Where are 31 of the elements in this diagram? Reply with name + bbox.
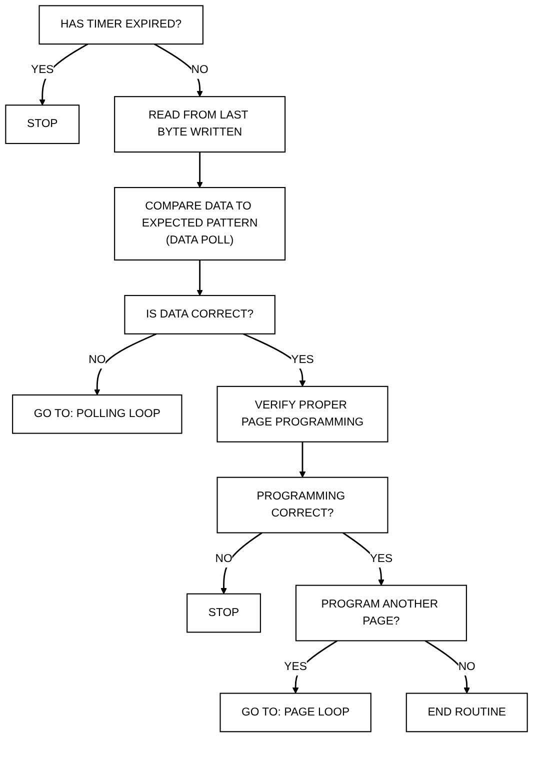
edge-label: YES [291, 354, 314, 366]
edge-label: YES [284, 660, 307, 673]
edge-label: NO [191, 64, 208, 76]
edge-label: YES [370, 552, 393, 565]
arrow [196, 152, 203, 188]
node-box: END ROUTINE [406, 692, 528, 732]
edge-label: NO [88, 354, 106, 366]
arrow [220, 532, 262, 594]
node-box: PROGRAMMING CORRECT? [216, 476, 388, 534]
arrow [94, 333, 157, 396]
node-box: COMPARE DATA TO EXPECTED PATTERN (DATA POLL) [114, 187, 286, 261]
node-box: VERIFY PROPER PAGE PROGRAMMING [216, 386, 388, 442]
arrow [299, 442, 306, 478]
node-box: IS DATA CORRECT? [124, 294, 276, 334]
arrow [342, 532, 384, 586]
arrow [292, 640, 338, 694]
node-box: PROGRAM ANOTHER PAGE? [295, 584, 467, 642]
edge-label: NO [215, 552, 232, 565]
node-box: STOP [186, 593, 261, 633]
edge-label: YES [31, 64, 54, 76]
arrow [196, 260, 203, 296]
node-box: HAS TIMER EXPIRED? [38, 5, 204, 45]
arrow [39, 43, 88, 106]
node-box: GO TO: PAGE LOOP [220, 692, 372, 732]
node-box: GO TO: POLLING LOOP [12, 394, 182, 434]
arrow [242, 333, 306, 387]
arrow [154, 43, 203, 97]
arrow [424, 640, 470, 694]
node-box: STOP [5, 104, 80, 144]
edge-label: NO [458, 660, 476, 673]
node-box: READ FROM LAST BYTE WRITTEN [114, 96, 286, 153]
